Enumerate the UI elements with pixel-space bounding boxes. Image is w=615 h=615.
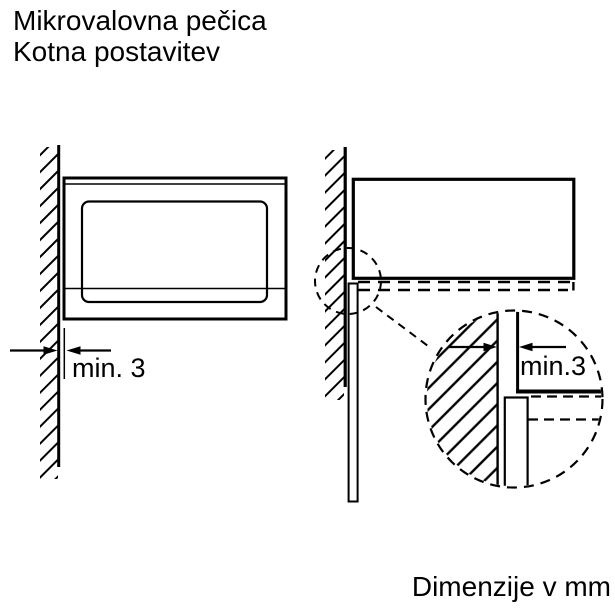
dimension-arrow-right-head [66,346,81,355]
dimension-arrow-left-head [43,346,58,355]
wall-hatch [325,150,344,400]
detail-arrow-right-head [519,342,533,352]
detail-arrow-left-head [483,342,497,352]
oven-front-outline [62,176,288,321]
detail-leader-line [375,306,433,350]
oven-door-window [80,200,269,304]
top-view-diagram [314,147,576,503]
title-line-1: Mikrovalovna pečica [13,5,267,36]
detail-min-gap-label: min.3 [520,351,586,381]
front-view-diagram: min. 3 [10,145,288,479]
detail-circle [424,309,604,489]
detail-callout-circle [314,247,382,315]
oven-top-outline [351,177,576,280]
front-min-gap-label: min. 3 [72,353,146,383]
detail-view: min.3 [424,309,604,489]
units-note: Dimenzije v mm [411,571,611,602]
wall-hatch [40,147,58,479]
door-panel [347,282,359,503]
page-title: Mikrovalovna pečica Kotna postavitev [13,5,267,67]
detail-wall-hatch [426,311,498,487]
detail-door-panel [503,396,529,487]
detail-contents [426,311,602,487]
title-line-2: Kotna postavitev [13,36,221,67]
